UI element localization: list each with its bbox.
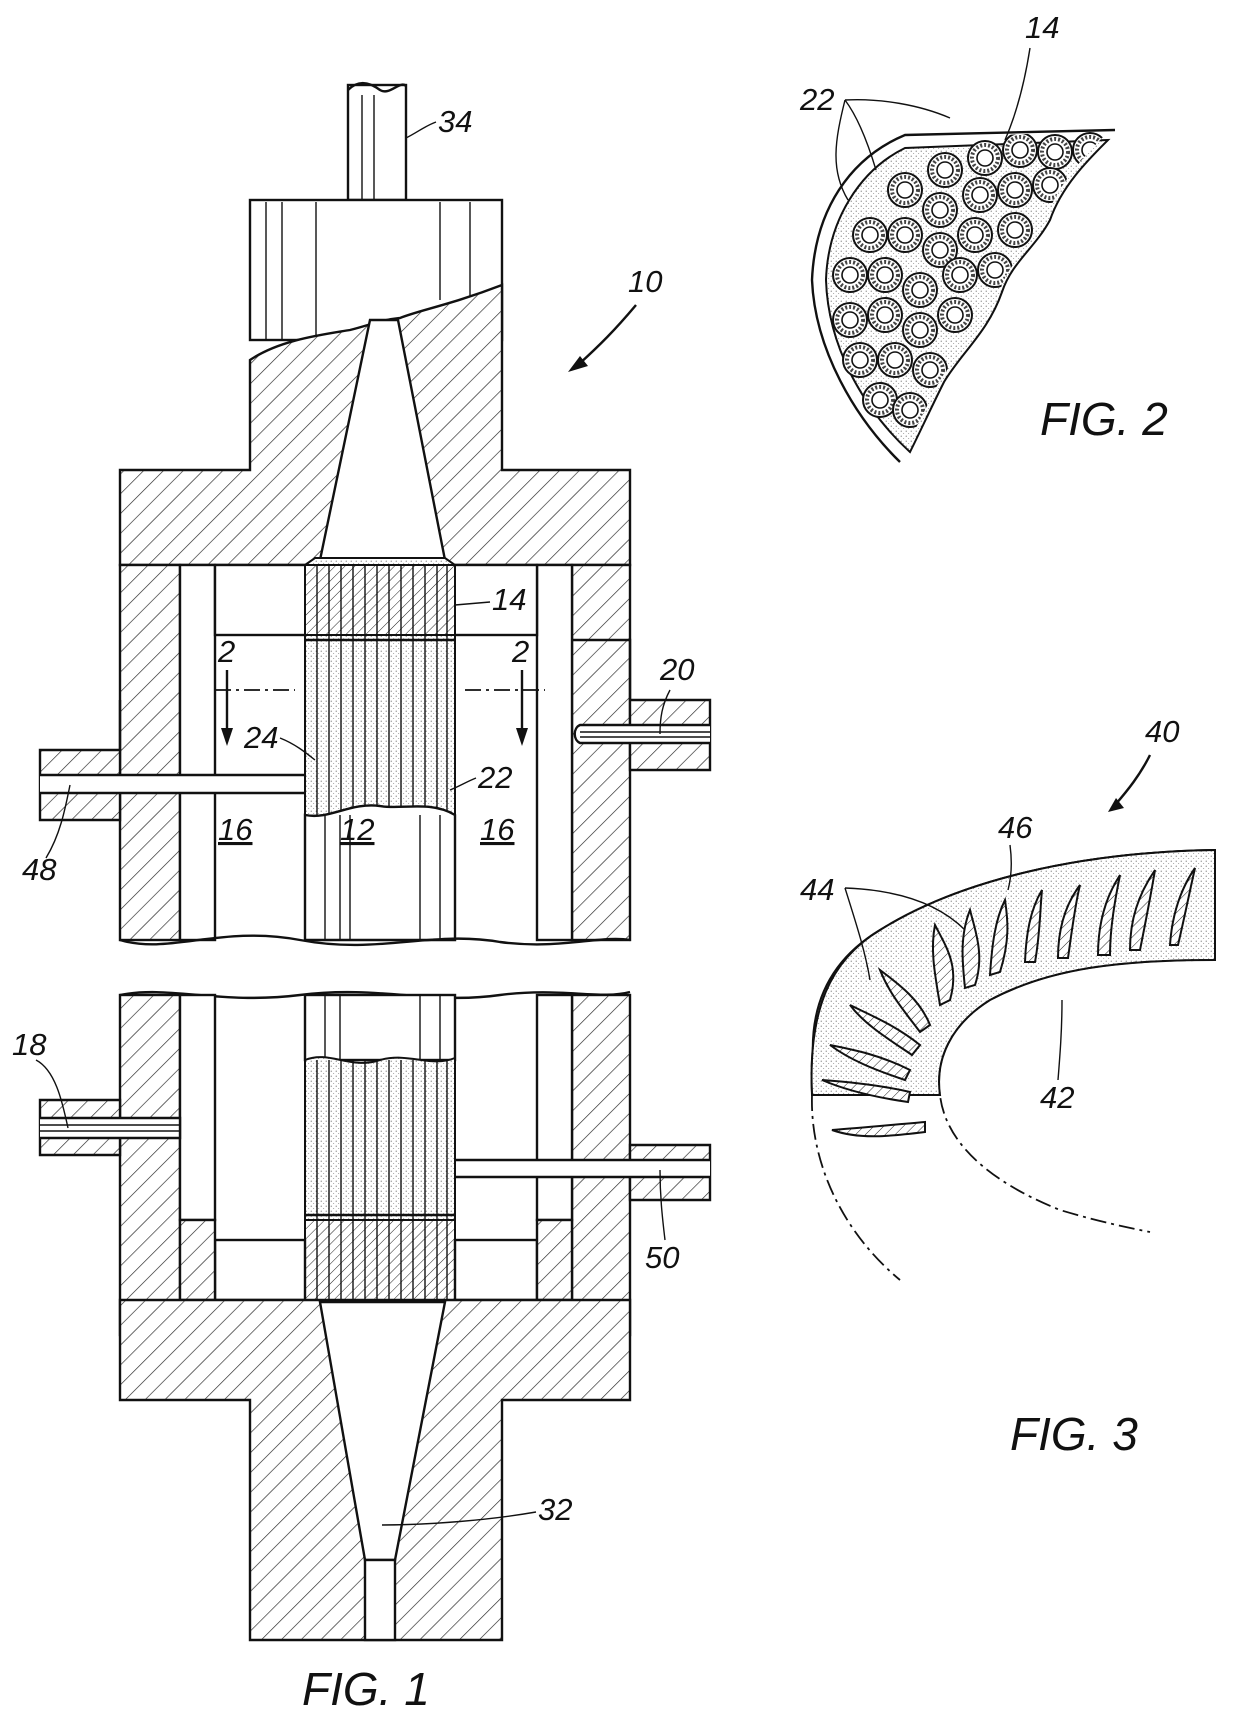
fig2-fiber-lumen: [1047, 144, 1063, 160]
label-16-right: 16: [480, 812, 515, 847]
fig2-fiber-lumen: [932, 242, 948, 258]
lumen-12: [305, 805, 455, 940]
label-24: 24: [243, 720, 278, 755]
fig3-caption: FIG. 3: [1010, 1408, 1138, 1460]
lower-left-wall: [120, 995, 180, 1335]
left-wall: [120, 565, 180, 940]
label-34: 34: [438, 104, 472, 139]
fig2-fiber-lumen: [967, 227, 983, 243]
fig2-fiber-lumen: [912, 282, 928, 298]
label-32: 32: [538, 1492, 572, 1527]
fig2-fiber-lumen: [877, 307, 893, 323]
port-48-tube: [40, 775, 323, 793]
fig2-fiber-lumen: [912, 322, 928, 338]
fig1-cross-section: [40, 83, 710, 1640]
label-18: 18: [12, 1027, 47, 1062]
fig2-fiber-lumen: [952, 267, 968, 283]
fig2-fiber-lumen: [932, 202, 948, 218]
label-12: 12: [340, 812, 374, 847]
label-14: 14: [492, 582, 526, 617]
label-2-right: 2: [511, 634, 529, 669]
fiber-bundle-lower: [305, 1057, 455, 1308]
fig2-caption: FIG. 2: [1040, 393, 1168, 445]
fig2-fiber-lumen: [872, 392, 888, 408]
fig2-fiber-lumen: [1042, 177, 1058, 193]
fig2-fiber-lumen: [972, 187, 988, 203]
fig1-caption: FIG. 1: [302, 1663, 430, 1715]
label-50: 50: [645, 1240, 679, 1275]
fig2-label-14: 14: [1025, 10, 1059, 45]
fig3-channel: [832, 1122, 925, 1136]
label-48: 48: [22, 852, 57, 887]
fig2-fiber-lumen: [852, 352, 868, 368]
fiber-bundle-upper: [305, 558, 455, 816]
lumen-12-lower: [305, 995, 455, 1060]
fig2-fiber-lumen: [937, 162, 953, 178]
fig2-fiber-lumen: [842, 267, 858, 283]
left-gap: [180, 565, 215, 940]
fig2-fiber-lumen: [862, 227, 878, 243]
port-18-tube: [40, 1118, 180, 1138]
fig2-fiber-lumen: [1012, 142, 1028, 158]
fig2-fiber-lumen: [987, 262, 1003, 278]
fig2-fiber-lumen: [947, 307, 963, 323]
fig3-label-44: 44: [800, 872, 834, 907]
fig2-fiber-lumen: [897, 227, 913, 243]
fig3-label-46: 46: [998, 810, 1033, 845]
fig2-fiber-lumen: [897, 182, 913, 198]
fig2-fiber-lumen: [842, 312, 858, 328]
label-10: 10: [628, 264, 662, 299]
fig2-fiber-lumen: [922, 362, 938, 378]
port-50-tube: [434, 1160, 710, 1177]
fig2-fiber-lumen: [1007, 182, 1023, 198]
fig2-fiber-lumen: [902, 402, 918, 418]
label-20: 20: [659, 652, 694, 687]
right-gap: [537, 565, 572, 940]
fig2-label-22: 22: [799, 82, 834, 117]
label-2-left: 2: [217, 634, 235, 669]
fig2-fiber-lumen: [877, 267, 893, 283]
label-16-left: 16: [218, 812, 253, 847]
fig3-label-42: 42: [1040, 1080, 1074, 1115]
left-upper-spacer: [215, 565, 315, 635]
outlet-32-bore: [365, 1560, 395, 1640]
fig2-fiber-lumen: [977, 150, 993, 166]
shaft-34: [348, 83, 406, 200]
fig2-fiber-lumen: [1007, 222, 1023, 238]
fig3-label-40: 40: [1145, 714, 1179, 749]
label-22: 22: [477, 760, 512, 795]
fig2-fiber-lumen: [887, 352, 903, 368]
right-wall: [572, 565, 630, 940]
port-20-tube: [575, 725, 710, 743]
fig3-channel-cross-section: [812, 850, 1215, 1280]
